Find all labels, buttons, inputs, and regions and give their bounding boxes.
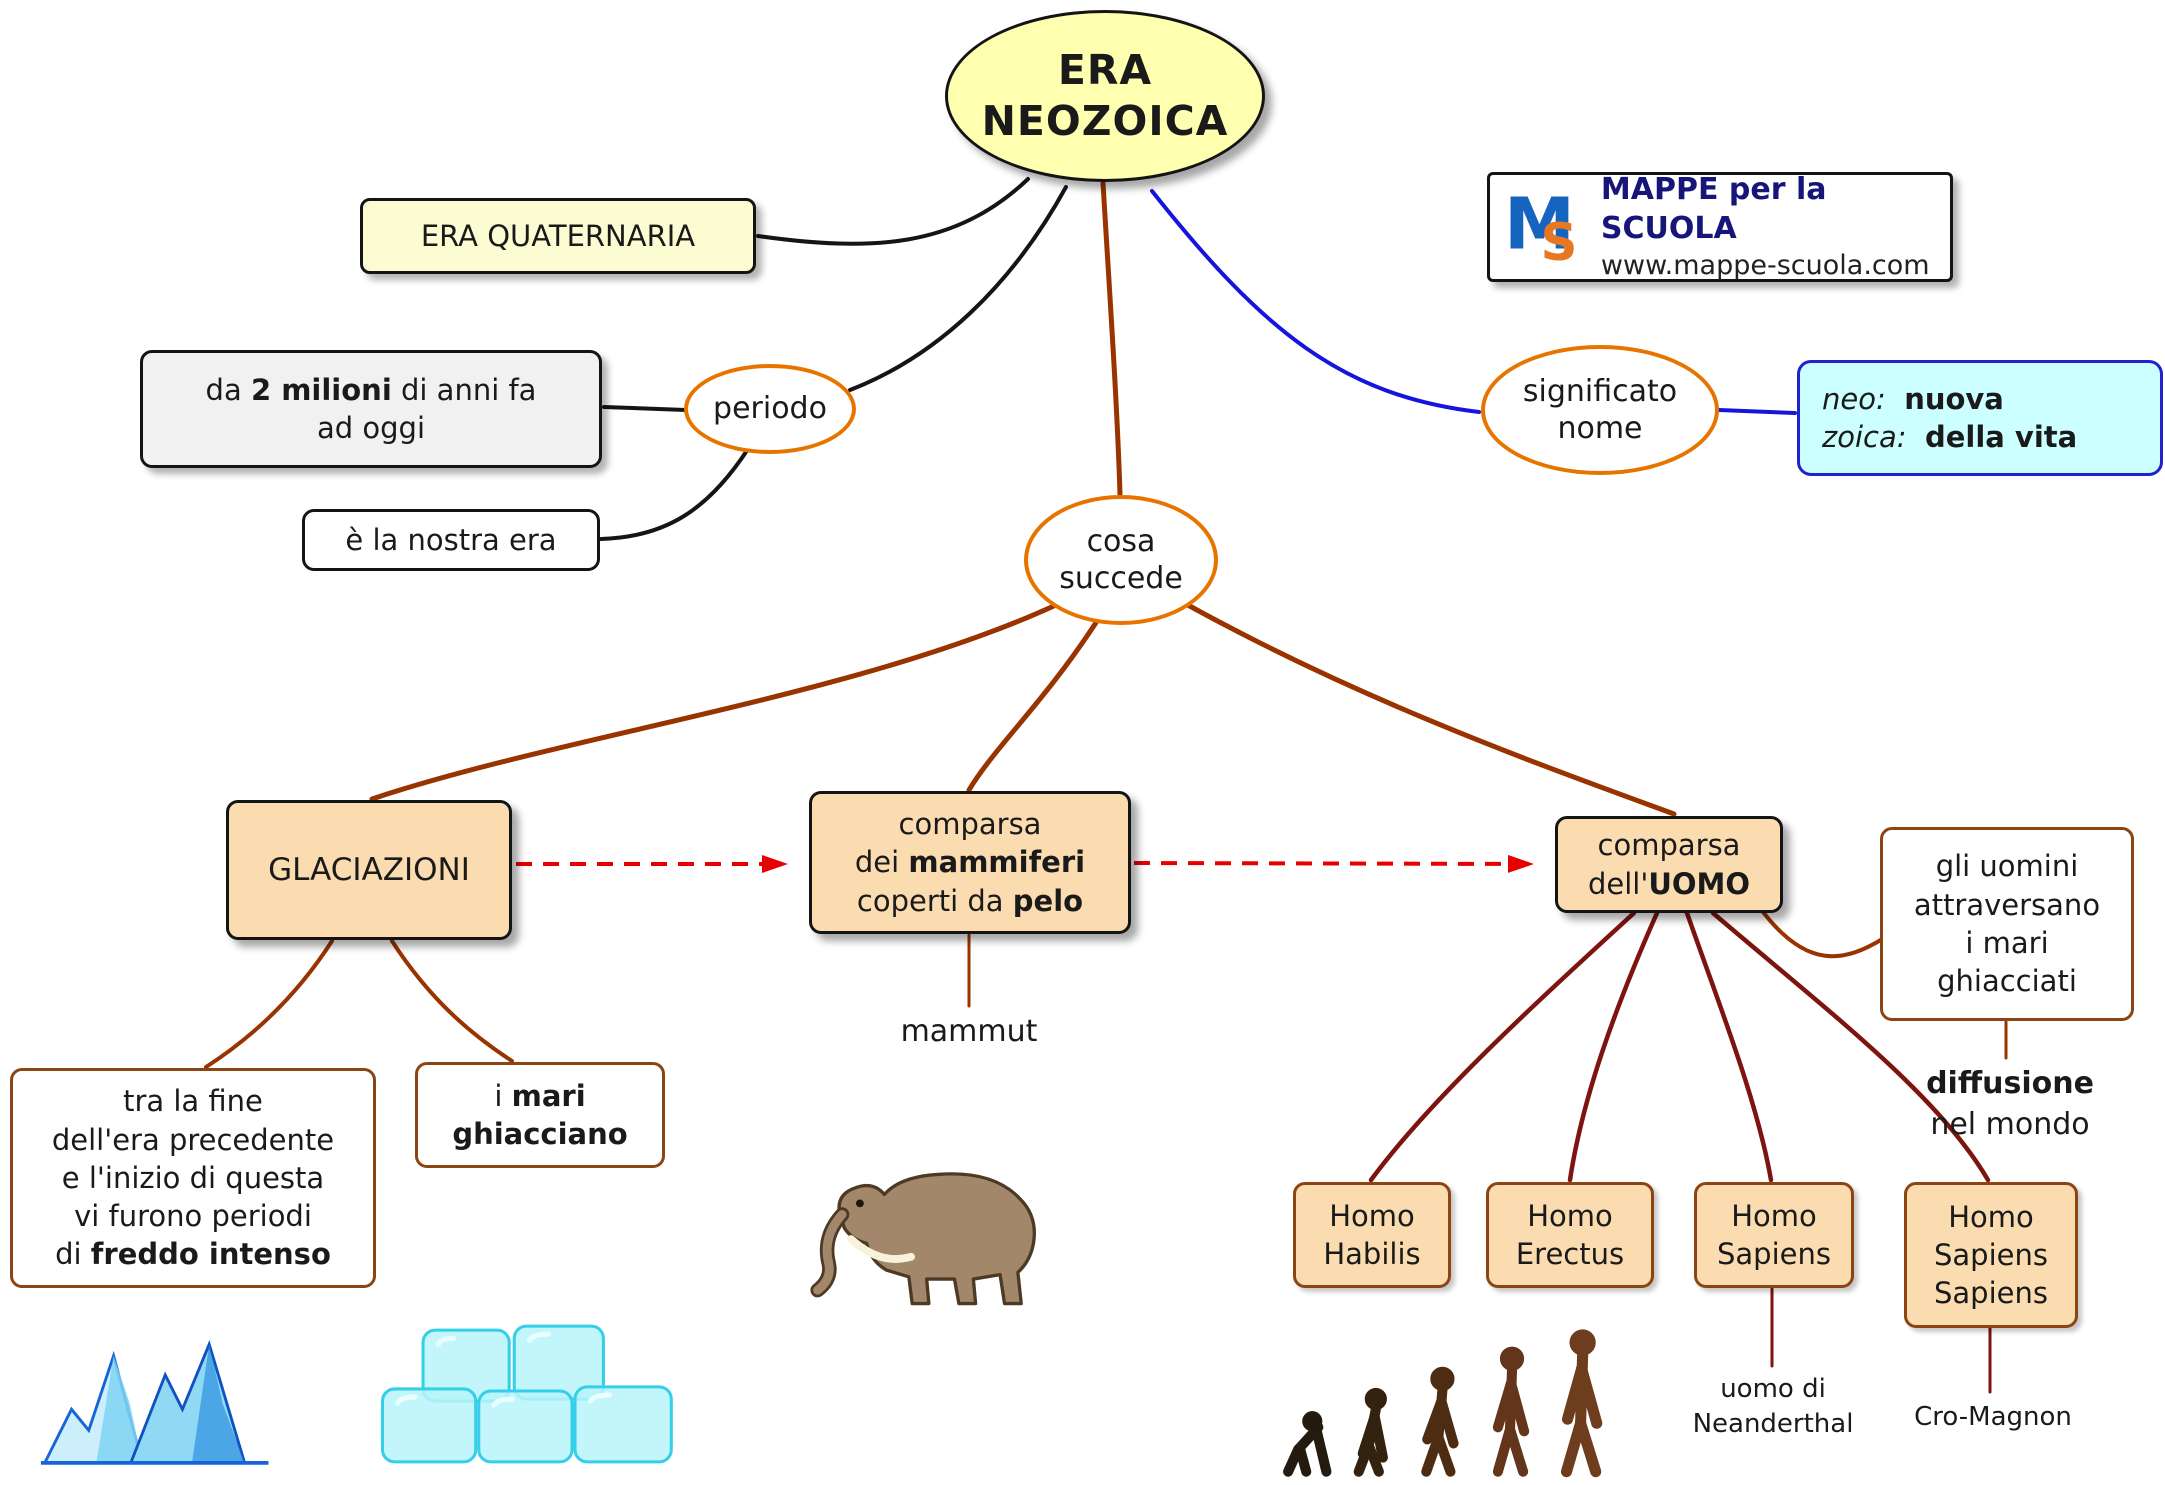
node-mari-ghiacciano: i mari ghiacciano <box>415 1062 665 1168</box>
mappe-scuola-logo: M S MAPPE per la SCUOLA www.mappe-scuola… <box>1487 172 1953 282</box>
node-era-quaternaria: ERA QUATERNARIA <box>360 198 756 274</box>
link-periodo-duration <box>602 405 688 412</box>
mammiferi-line2: dei mammiferi <box>854 845 1086 880</box>
node-uomo: comparsa dell'UOMO <box>1555 816 1783 913</box>
node-homo-erectus: Homo Erectus <box>1486 1182 1654 1288</box>
node-mammiferi: comparsa dei mammiferi coperti da pelo <box>809 791 1131 934</box>
node-nostra-era: è la nostra era <box>302 509 600 571</box>
link-uomo-habilis <box>1368 910 1637 1183</box>
svg-text:S: S <box>1540 213 1577 273</box>
era-quaternaria-label: ERA QUATERNARIA <box>420 218 696 253</box>
neanderthal-label: uomo di Neanderthal <box>1692 1374 1854 1440</box>
mammoth-illustration <box>810 1172 1036 1306</box>
uomini-mari-label: gli uomini attraversano i mari ghiacciat… <box>1913 849 2101 999</box>
root-title: ERA NEOZOICA <box>981 45 1229 145</box>
freddo-last-line: di freddo intenso <box>55 1237 331 1272</box>
diffusione-label: diffusione nel mondo <box>1926 1066 2094 1142</box>
node-freddo-intenso: tra la fine dell'era precedente e l'iniz… <box>10 1068 376 1288</box>
node-significato-nome: significato nome <box>1481 345 1719 475</box>
meaning-zoica: zoica: della vita <box>1822 420 2078 454</box>
node-uomini-mari: gli uomini attraversano i mari ghiacciat… <box>1880 827 2134 1021</box>
homo-sapiens-label: Homo Sapiens <box>1717 1198 1831 1271</box>
node-homo-sapiens: Homo Sapiens <box>1694 1182 1854 1288</box>
link-uomo-sapiens-sapiens <box>1710 910 1991 1183</box>
mari-line1: i mari <box>494 1078 586 1113</box>
cosa-succede-label: cosa succede <box>1059 523 1183 597</box>
nostra-era-label: è la nostra era <box>345 522 557 557</box>
freddo-lines: tra la fine dell'era precedente e l'iniz… <box>51 1084 335 1234</box>
link-root-periodo <box>848 185 1068 392</box>
logo-url: www.mappe-scuola.com <box>1600 250 1930 282</box>
link-cosa-mammiferi <box>966 618 1100 793</box>
logo-text: MAPPE per la SCUOLA www.mappe-scuola.com <box>1601 170 1936 283</box>
node-cosa-succede: cosa succede <box>1024 495 1218 625</box>
node-duration: da 2 milioni di anni fa ad oggi <box>140 350 602 468</box>
link-significato-meaning <box>1717 408 1797 415</box>
node-homo-sapiens-sapiens: Homo Sapiens Sapiens <box>1904 1182 2078 1328</box>
meaning-neo: neo: nuova <box>1822 381 2004 416</box>
mappe-logo-icon: M S <box>1504 183 1577 273</box>
link-root-cosa-succede <box>1100 180 1123 497</box>
homo-erectus-label: Homo Erectus <box>1515 1198 1625 1271</box>
mammiferi-line1: comparsa <box>898 807 1042 842</box>
link-glaciazioni-freddo <box>204 939 334 1069</box>
logo-title: MAPPE per la SCUOLA <box>1600 172 1827 247</box>
uomo-line1: comparsa <box>1597 828 1741 863</box>
node-glaciazioni: GLACIAZIONI <box>226 800 512 940</box>
glaciazioni-label: GLACIAZIONI <box>268 851 470 888</box>
node-homo-habilis: Homo Habilis <box>1293 1182 1451 1288</box>
homo-habilis-label: Homo Habilis <box>1323 1198 1421 1271</box>
link-cosa-uomo <box>1183 601 1677 817</box>
link-uomo-erectus <box>1567 910 1660 1183</box>
link-root-quaternaria <box>756 177 1030 246</box>
uomo-line2: dell'UOMO <box>1587 866 1751 901</box>
arrow-mammiferi-uomo <box>1133 854 1534 873</box>
node-periodo: periodo <box>684 364 856 454</box>
human-evolution-illustration <box>1283 1329 1603 1478</box>
cromagnon-label: Cro-Magnon <box>1914 1402 2072 1432</box>
link-periodo-nostra-era <box>599 447 750 541</box>
significato-label: significato nome <box>1522 373 1678 447</box>
duration-line1: da 2 milioni di anni fa <box>205 372 537 407</box>
node-meaning: neo: nuova zoica: della vita <box>1797 360 2163 476</box>
link-root-significato <box>1150 189 1481 414</box>
mammut-label: mammut <box>900 1014 1038 1049</box>
duration-line2: ad oggi <box>316 411 425 445</box>
iceberg-illustration <box>40 1339 269 1465</box>
ice-cubes-illustration <box>380 1324 673 1464</box>
svg-text:M: M <box>1504 183 1575 266</box>
periodo-label: periodo <box>713 391 827 427</box>
mari-line2: ghiacciano <box>452 1117 628 1151</box>
link-uomo-sapiens <box>1684 910 1774 1183</box>
node-era-neozoica: ERA NEOZOICA <box>945 10 1265 182</box>
link-glaciazioni-mari <box>390 939 514 1063</box>
homo-sapiens-sapiens-label: Homo Sapiens Sapiens <box>1934 1199 2048 1311</box>
link-cosa-glaciazioni <box>369 602 1059 802</box>
link-uomo-uomini-mari <box>1758 906 1886 959</box>
mammiferi-line3: coperti da pelo <box>856 883 1084 918</box>
